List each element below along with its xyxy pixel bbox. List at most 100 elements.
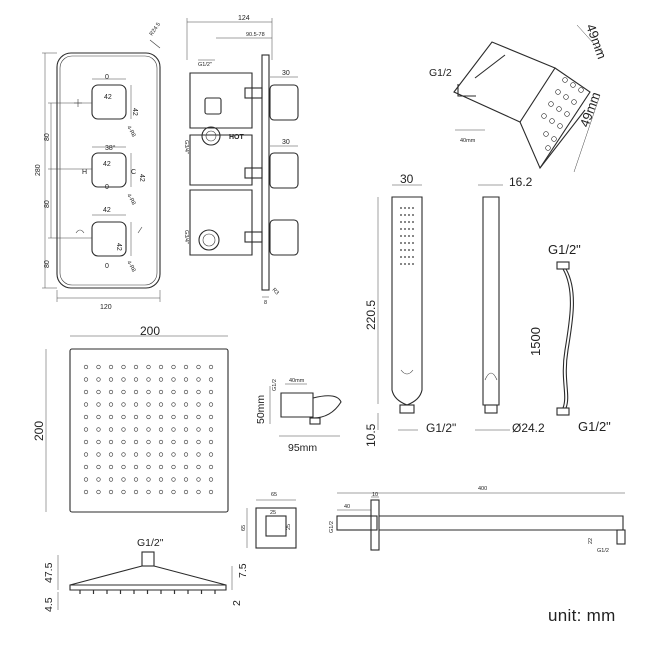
- nozzle: [121, 414, 126, 420]
- nozzle: [133, 489, 139, 495]
- front-hot-mark: H: [82, 169, 87, 176]
- nozzle: [158, 414, 164, 420]
- wall-elbow: G1/2 49mm 49mm 40mm: [429, 22, 610, 173]
- nozzle: [196, 452, 201, 457]
- nozzle: [121, 364, 126, 370]
- side-thread-1: G3/4": [183, 140, 189, 154]
- nozzle: [96, 439, 101, 445]
- outlet-width: 65: [271, 492, 277, 498]
- nozzle: [133, 377, 139, 382]
- nozzle: [158, 489, 164, 495]
- head-side-h2: 4.5: [43, 597, 55, 612]
- shower-arm: 400 10 40 G1/2 22 G1/2: [329, 486, 626, 554]
- nozzle: [183, 364, 189, 370]
- nozzle: [158, 389, 164, 395]
- arm-neck: 40: [344, 504, 350, 510]
- holder-height: 50mm: [255, 395, 267, 424]
- spray-dots: [400, 207, 414, 265]
- nozzle: [171, 389, 176, 395]
- head-side-nozzles: [79, 590, 216, 594]
- nozzle: [108, 427, 114, 432]
- nozzle: [158, 477, 164, 482]
- nozzle: [171, 427, 176, 432]
- front-sq-side-3: 42: [115, 243, 122, 251]
- nozzle: [196, 427, 201, 432]
- nozzle: [108, 377, 114, 382]
- nozzle: [171, 452, 176, 457]
- arm-thread: G1/2: [329, 521, 335, 533]
- nozzle: [208, 402, 214, 407]
- nozzle: [183, 402, 189, 407]
- nozzle: [108, 477, 114, 482]
- elbow-holes: [541, 77, 584, 151]
- nozzle: [121, 427, 126, 432]
- nozzle: [196, 464, 201, 470]
- nozzle: [83, 364, 89, 370]
- nozzle: [171, 364, 176, 370]
- side-knob-1: 30: [282, 70, 290, 77]
- nozzle: [183, 452, 189, 457]
- elbow-side: 49mm: [577, 90, 603, 129]
- arm-flange: 10: [372, 492, 378, 498]
- nozzle: [108, 414, 114, 420]
- nozzle: [183, 414, 189, 420]
- nozzle: [96, 364, 101, 370]
- nozzle: [96, 427, 101, 432]
- nozzle: [171, 477, 176, 482]
- nozzle: [183, 439, 189, 445]
- hose-length: 1500: [528, 327, 543, 356]
- nozzle: [196, 439, 201, 445]
- front-mid: 80: [44, 200, 51, 208]
- nozzle: [158, 402, 164, 407]
- nozzle: [108, 364, 114, 370]
- nozzle: [83, 477, 89, 482]
- nozzle: [171, 402, 176, 407]
- head-height: 200: [32, 421, 46, 441]
- front-zero-top: 0: [105, 74, 109, 81]
- nozzle: [96, 377, 101, 382]
- nozzle: [83, 452, 89, 457]
- nozzle: [208, 414, 214, 420]
- hose-thread-bot: G1/2": [578, 419, 611, 434]
- side-plate: 8: [264, 300, 267, 306]
- nozzle: [208, 427, 214, 432]
- nozzle: [133, 464, 139, 470]
- nozzle: [133, 389, 139, 395]
- nozzle: [171, 377, 176, 382]
- nozzle: [96, 477, 101, 482]
- holder-width: 95mm: [288, 442, 317, 454]
- side-knob-2: 30: [282, 139, 290, 146]
- nozzle: [121, 464, 126, 470]
- nozzle: [146, 477, 151, 482]
- head-side-h1: 47.5: [43, 562, 55, 583]
- nozzle: [133, 364, 139, 370]
- nozzle: [96, 389, 101, 395]
- nozzle: [108, 389, 114, 395]
- nozzle: [96, 402, 101, 407]
- nozzle: [208, 477, 214, 482]
- nozzle: [83, 414, 89, 420]
- valve-side-view: 124 90.5-78 G1/2" G3/4" G3/4" HOT 30 30 …: [183, 15, 299, 306]
- nozzle: [171, 464, 176, 470]
- nozzle: [208, 439, 214, 445]
- nozzle: [183, 489, 189, 495]
- nozzle: [171, 439, 176, 445]
- elbow-base: 40mm: [460, 138, 476, 144]
- nozzle: [133, 439, 139, 445]
- nozzle: [183, 389, 189, 395]
- nozzle: [83, 389, 89, 395]
- nozzle: [83, 464, 89, 470]
- nozzle: [158, 464, 164, 470]
- nozzle: [208, 377, 214, 382]
- nozzle: [133, 402, 139, 407]
- nozzle: [108, 439, 114, 445]
- nozzle: [183, 377, 189, 382]
- nozzle: [196, 489, 201, 495]
- front-sq-side: 42: [131, 108, 138, 116]
- hose: G1/2" 1500 G1/2": [528, 242, 611, 434]
- nozzle: [146, 439, 151, 445]
- side-hot-label: HOT: [229, 134, 245, 141]
- nozzle: [108, 489, 114, 495]
- nozzle: [196, 402, 201, 407]
- nozzle: [133, 427, 139, 432]
